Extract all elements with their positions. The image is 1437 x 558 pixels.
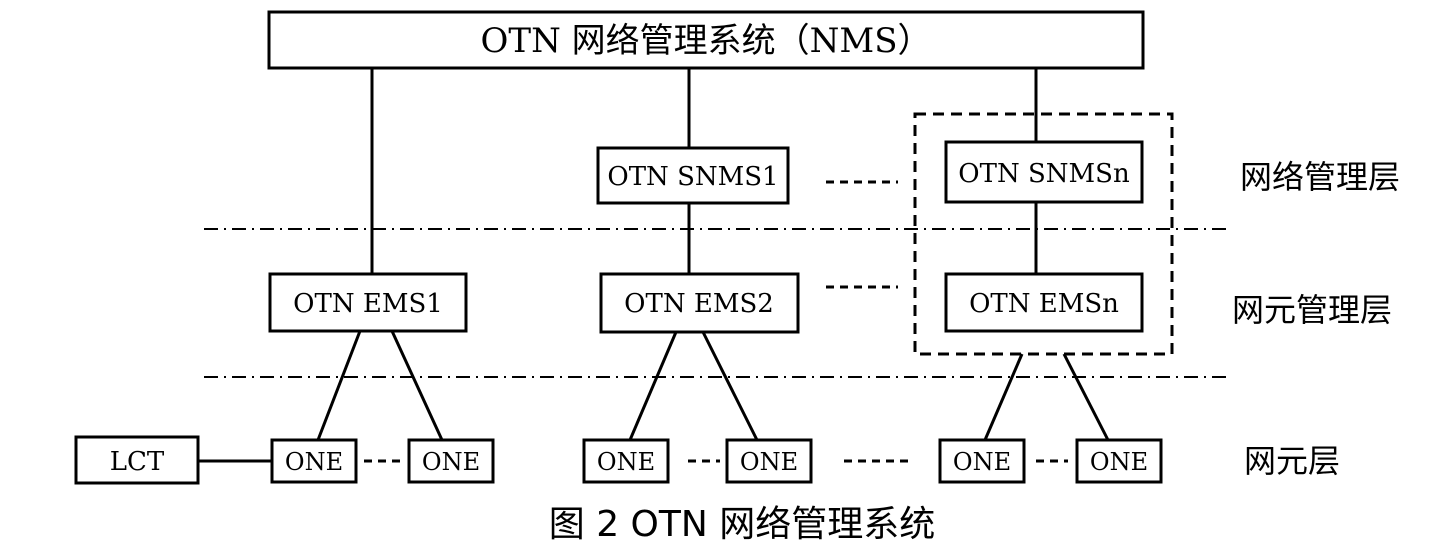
one-box: ONE <box>407 438 495 484</box>
emsn-box: OTN EMSn <box>944 272 1144 333</box>
one-label: ONE <box>740 448 798 476</box>
figure-caption: 图 2 OTN 网络管理系统 <box>549 504 936 545</box>
connectors <box>198 68 1110 463</box>
one-label: ONE <box>953 448 1011 476</box>
emsn-label: OTN EMSn <box>969 289 1119 319</box>
ems2-label: OTN EMS2 <box>624 289 774 319</box>
lct-label: LCT <box>110 447 165 477</box>
nms-label: OTN 网络管理系统（NMS） <box>481 21 932 61</box>
ems1-to-one2-link <box>390 330 444 441</box>
snmsn-emsn-group-frame <box>913 112 1174 356</box>
one-box: ONE <box>725 438 813 484</box>
ellipsis-dashes <box>364 180 1068 463</box>
emsn-to-one6-link <box>1062 353 1110 441</box>
one-label: ONE <box>597 448 655 476</box>
snmsn-label: OTN SNMSn <box>958 159 1130 189</box>
one-box: ONE <box>1075 438 1163 484</box>
one-box: ONE <box>582 438 670 484</box>
one-box: ONE <box>270 438 358 484</box>
ems1-box: OTN EMS1 <box>268 272 468 333</box>
layer-label-network-mgmt: 网络管理层 <box>1240 158 1400 196</box>
one-label: ONE <box>422 448 480 476</box>
ems2-to-one4-link <box>701 331 759 441</box>
one-label: ONE <box>285 448 343 476</box>
snms1-box: OTN SNMS1 <box>596 146 790 205</box>
ems1-to-one1-link <box>316 330 362 441</box>
ems2-to-one3-link <box>628 331 678 441</box>
layer-label-element: 网元层 <box>1244 442 1340 480</box>
nms-box: OTN 网络管理系统（NMS） <box>267 10 1145 70</box>
snmsn-box: OTN SNMSn <box>944 140 1144 204</box>
layer-label-element-mgmt: 网元管理层 <box>1232 291 1392 329</box>
emsn-to-one5-link <box>983 353 1024 441</box>
one-label: ONE <box>1090 448 1148 476</box>
snms1-label: OTN SNMS1 <box>607 162 778 192</box>
ems2-box: OTN EMS2 <box>599 272 800 334</box>
one-box: ONE <box>938 438 1026 484</box>
lct-box: LCT <box>74 435 200 485</box>
ems1-label: OTN EMS1 <box>293 289 443 319</box>
